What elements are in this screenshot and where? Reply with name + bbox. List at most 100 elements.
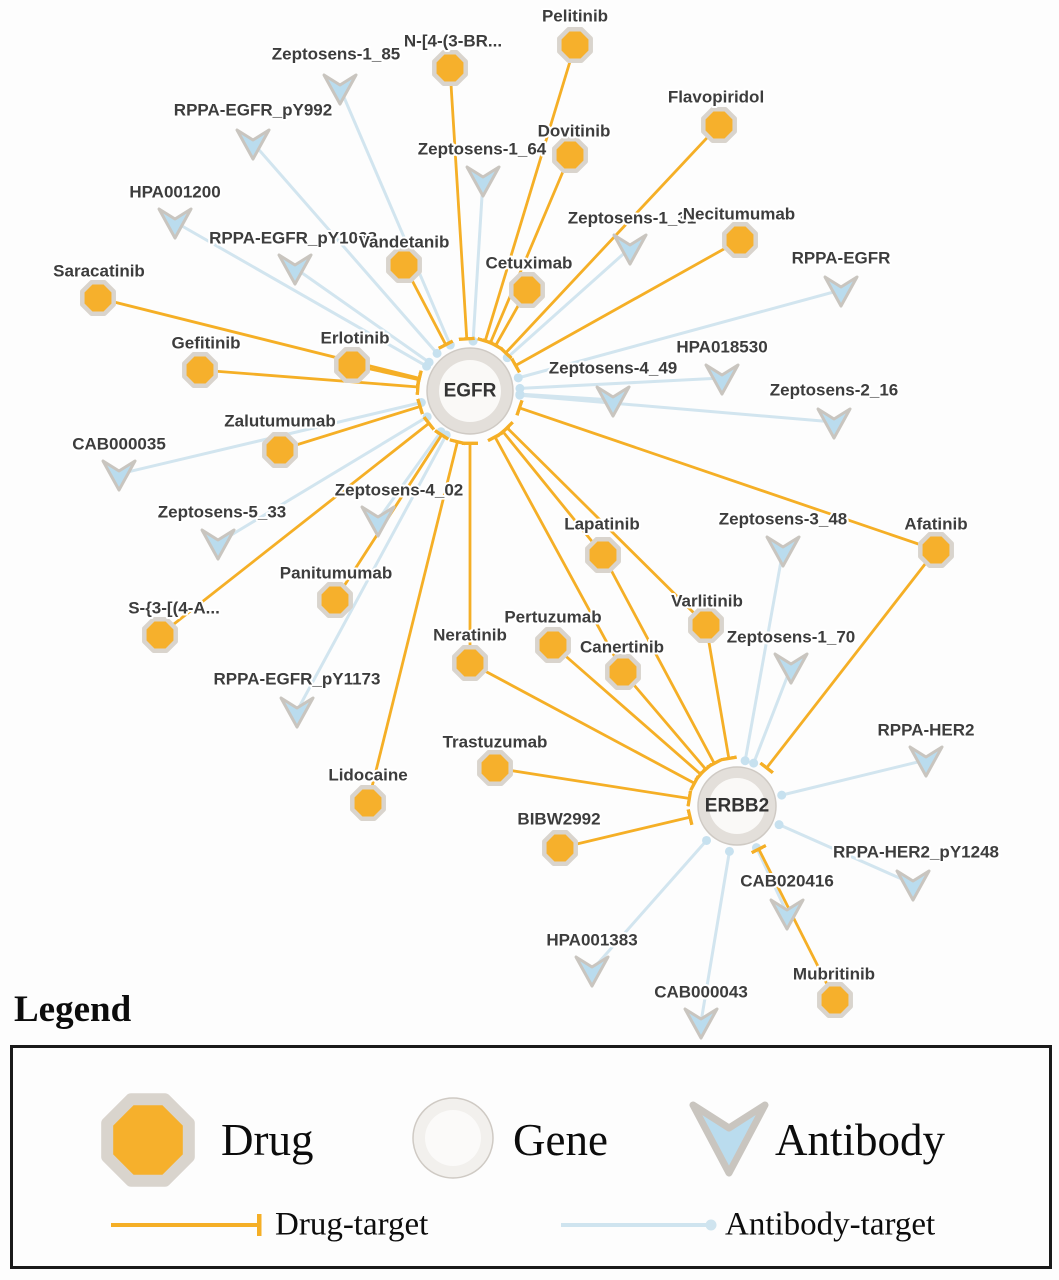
legend-box: Drug Gene Antibody Drug-target Antibody-… xyxy=(10,1045,1052,1269)
drug-node-bibw2992[interactable] xyxy=(542,830,578,866)
antibody-label-cab020416: CAB020416 xyxy=(740,872,834,891)
drug-node-gefitinib[interactable] xyxy=(182,352,218,388)
antibody-node-cab000035[interactable] xyxy=(101,459,137,492)
antibody-node-rppa-egfr-py992[interactable] xyxy=(235,128,271,161)
drug-node-lidocaine[interactable] xyxy=(350,785,386,821)
antibody-node-cab000043[interactable] xyxy=(683,1007,719,1040)
drug-node-trastuzumab[interactable] xyxy=(477,750,513,786)
antibody-node-zeptosens-3-48[interactable] xyxy=(765,535,801,568)
drug-target-edge-afatinib-egfr xyxy=(515,399,937,552)
drug-target-edge-pelitinib-egfr xyxy=(477,44,577,345)
antibody-node-zeptosens-4-02[interactable] xyxy=(360,505,396,538)
labels-layer: Zeptosens-1_85RPPA-EGFR_pY992HPA001200RP… xyxy=(51,5,1001,1004)
drug-node-vandetanib[interactable] xyxy=(386,247,422,283)
antibody-target-edge-rppa-egfr-py992-egfr xyxy=(251,142,442,358)
drug-label-canertinib: Canertinib xyxy=(580,638,664,657)
drug-label-trastuzumab: Trastuzumab xyxy=(443,733,548,752)
antibody-node-zeptosens-4-49[interactable] xyxy=(595,385,631,418)
antibody-label-hpa018530: HPA018530 xyxy=(676,338,767,357)
antibody-target-edge-zeptosens-1-31-egfr xyxy=(502,246,631,363)
antibody-target-edge-rppa-egfr-py1068-egfr xyxy=(294,266,434,367)
drug-target-edge-mubritinib-erbb2 xyxy=(750,843,837,1001)
drug-label-lidocaine: Lidocaine xyxy=(328,766,407,785)
antibody-label-zeptosens-1-85: Zeptosens-1_85 xyxy=(272,45,401,64)
drug-label-dovitinib: Dovitinib xyxy=(538,122,611,141)
antibody-node-zeptosens-1-64[interactable] xyxy=(465,165,501,198)
antibody-label-zeptosens-1-31: Zeptosens-1_31 xyxy=(568,209,697,228)
drug-label-mubritinib: Mubritinib xyxy=(793,965,875,984)
drug-target-edge-pertuzumab-erbb2 xyxy=(552,643,708,782)
antibody-label-rppa-egfr: RPPA-EGFR xyxy=(792,249,891,268)
drug-target-edge-n-4-3-br-egfr xyxy=(448,67,475,341)
legend-title: Legend xyxy=(14,989,132,1030)
antibody-node-hpa001383[interactable] xyxy=(574,955,610,988)
gene-label-egfr: EGFR xyxy=(444,381,497,402)
antibody-node-zeptosens-1-85[interactable] xyxy=(322,73,358,106)
drug-node-mubritinib[interactable] xyxy=(817,982,853,1018)
antibody-label-zeptosens-4-02: Zeptosens-4_02 xyxy=(335,481,464,500)
antibody-node-rppa-egfr-py1173[interactable] xyxy=(279,696,315,729)
drug-node-saracatinib[interactable] xyxy=(80,280,116,316)
antibody-node-cab020416[interactable] xyxy=(769,898,805,931)
drug-node-pertuzumab[interactable] xyxy=(535,627,571,663)
antibody-node-rppa-egfr[interactable] xyxy=(823,275,859,308)
drug-node-erlotinib[interactable] xyxy=(334,347,370,383)
drug-label-erlotinib: Erlotinib xyxy=(321,329,390,348)
antibody-label-rppa-egfr-py992: RPPA-EGFR_pY992 xyxy=(174,101,332,120)
antibody-target-edge-zeptosens-2-16-egfr xyxy=(515,390,835,424)
drug-label-pelitinib: Pelitinib xyxy=(542,7,608,26)
drug-node-lapatinib[interactable] xyxy=(585,537,621,573)
drug-node-cetuximab[interactable] xyxy=(509,272,545,308)
antibody-target-edge-zeptosens-1-70-erbb2 xyxy=(749,666,793,768)
drug-node-necitumumab[interactable] xyxy=(722,222,758,258)
drug-target-edge-afatinib-erbb2 xyxy=(759,549,938,775)
drug-label-s-3-4-a: S-{3-[(4-A... xyxy=(128,599,220,618)
antibody-label-rppa-her2-py1248: RPPA-HER2_pY1248 xyxy=(833,843,999,862)
drug-label-saracatinib: Saracatinib xyxy=(53,262,145,281)
antibody-label-zeptosens-2-16: Zeptosens-2_16 xyxy=(770,381,899,400)
drug-target-legend-label: Drug-target xyxy=(275,1206,429,1243)
drug-node-n-4-3-br[interactable] xyxy=(432,50,468,86)
drug-target-edge-zalutumumab-egfr xyxy=(279,398,425,452)
antibody-node-hpa001200[interactable] xyxy=(157,207,193,240)
drug-node-zalutumumab[interactable] xyxy=(262,432,298,468)
drug-node-s-3-4-a[interactable] xyxy=(142,617,178,653)
gene-node-erbb2[interactable]: ERBB2 xyxy=(697,766,777,846)
antibody-node-zeptosens-1-31[interactable] xyxy=(612,233,648,266)
drug-node-flavopiridol[interactable] xyxy=(701,107,737,143)
gene-label-erbb2: ERBB2 xyxy=(705,796,769,817)
antibody-node-rppa-egfr-py1068[interactable] xyxy=(277,253,313,286)
drug-node-varlitinib[interactable] xyxy=(688,607,724,643)
network-canvas: EGFR ERBB2 Zeptosens-1_85RPPA-EGFR_pY992HP… xyxy=(51,5,1001,1040)
drug-label-lapatinib: Lapatinib xyxy=(564,515,640,534)
antibody-node-rppa-her2[interactable] xyxy=(908,745,944,778)
antibody-node-zeptosens-2-16[interactable] xyxy=(816,407,852,440)
antibody-node-zeptosens-1-70[interactable] xyxy=(773,652,809,685)
drug-target-edge-varlitinib-erbb2 xyxy=(704,624,738,762)
antibody-label-cab000035: CAB000035 xyxy=(72,435,166,454)
drug-node-neratinib[interactable] xyxy=(452,645,488,681)
drug-target-edge-dovitinib-egfr xyxy=(482,154,572,348)
antibody-node-rppa-her2-py1248[interactable] xyxy=(895,869,931,902)
antibody-label-zeptosens-3-48: Zeptosens-3_48 xyxy=(719,510,848,529)
drug-label-zalutumumab: Zalutumumab xyxy=(224,412,335,431)
antibody-target-legend-label: Antibody-target xyxy=(725,1206,936,1243)
antibody-label-hpa001383: HPA001383 xyxy=(546,931,637,950)
drug-node-pelitinib[interactable] xyxy=(557,27,593,63)
drug-label-n-4-3-br: N-[4-(3-BR... xyxy=(404,32,502,51)
drug-node-dovitinib[interactable] xyxy=(552,137,588,173)
drug-target-edge-neratinib-erbb2 xyxy=(469,661,700,792)
antibody-node-hpa018530[interactable] xyxy=(704,363,740,396)
gene-node-egfr[interactable]: EGFR xyxy=(426,347,514,435)
drug-label-vandetanib: Vandetanib xyxy=(359,233,450,252)
drug-node-panitumumab[interactable] xyxy=(317,582,353,618)
antibody-label-zeptosens-5-33: Zeptosens-5_33 xyxy=(158,503,287,522)
antibody-target-edge-rppa-her2-erbb2 xyxy=(777,758,927,800)
antibody-label-zeptosens-1-70: Zeptosens-1_70 xyxy=(727,628,856,647)
drug-node-afatinib[interactable] xyxy=(918,532,954,568)
drug-node-canertinib[interactable] xyxy=(605,654,641,690)
drug-target-edge-canertinib-erbb2 xyxy=(621,671,713,776)
antibody-node-zeptosens-5-33[interactable] xyxy=(200,528,236,561)
drug-target-edge-trastuzumab-erbb2 xyxy=(494,766,693,807)
antibody-target-edge-zeptosens-1-85-egfr xyxy=(338,87,455,350)
